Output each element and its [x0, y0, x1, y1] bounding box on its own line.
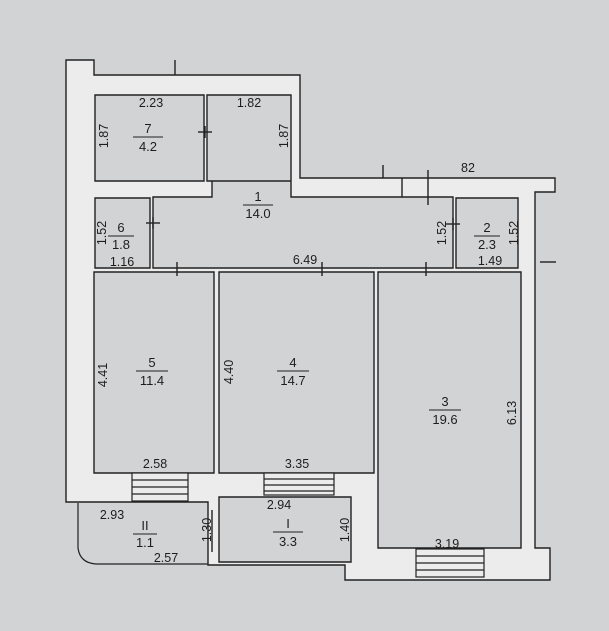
dim-6-13: 6.13 — [505, 401, 519, 425]
dim-6-49: 6.49 — [293, 253, 317, 267]
room-2-area: 2.3 — [478, 237, 496, 252]
room-3-area: 19.6 — [432, 412, 457, 427]
room-II-area: 1.1 — [136, 535, 154, 550]
dim-1-87-right: 1.87 — [277, 124, 291, 148]
room-4-area: 14.7 — [280, 373, 305, 388]
dimension-labels: 2.23 1.82 1.87 1.87 82 1.52 1.16 6.49 1.… — [95, 96, 521, 565]
room-labels: 7 4.2 1 14.0 6 1.8 2 2.3 5 11.4 4 14.7 3… — [108, 121, 500, 550]
room-I-area: 3.3 — [279, 534, 297, 549]
room-I-number: I — [286, 516, 290, 531]
dim-1-30: 1.30 — [200, 518, 214, 542]
walls — [65, 59, 556, 581]
room-7-area: 4.2 — [139, 139, 157, 154]
room-1-number: 1 — [254, 189, 261, 204]
balcony-II-outline — [77, 503, 208, 565]
dim-2-57: 2.57 — [154, 551, 178, 565]
dim-4-41: 4.41 — [96, 363, 110, 387]
main-wall-mass — [65, 59, 556, 581]
room-7-number: 7 — [144, 121, 151, 136]
room-5-number: 5 — [148, 355, 155, 370]
room-4-number: 4 — [289, 355, 296, 370]
windows — [131, 472, 485, 578]
details — [77, 60, 556, 578]
room-6-number: 6 — [117, 220, 124, 235]
room-II-number: II — [141, 518, 148, 533]
dim-1-87-left: 1.87 — [97, 124, 111, 148]
dim-1-52-room6: 1.52 — [95, 221, 109, 245]
dim-1-52-mid: 1.52 — [435, 221, 449, 245]
door-marks — [146, 60, 556, 552]
dim-2-93: 2.93 — [100, 508, 124, 522]
dim-82: 82 — [461, 161, 475, 175]
room-2-number: 2 — [483, 220, 490, 235]
room-6-area: 1.8 — [112, 237, 130, 252]
dim-3-19: 3.19 — [435, 537, 459, 551]
dim-1-49: 1.49 — [478, 254, 502, 268]
dim-1-40: 1.40 — [338, 518, 352, 542]
dim-2-94: 2.94 — [267, 498, 291, 512]
dim-4-40: 4.40 — [222, 360, 236, 384]
dim-1-52-right: 1.52 — [507, 221, 521, 245]
dim-3-35: 3.35 — [285, 457, 309, 471]
dim-2-58: 2.58 — [143, 457, 167, 471]
room-3-number: 3 — [441, 394, 448, 409]
room-5-area: 11.4 — [140, 373, 164, 388]
room-1-area: 14.0 — [245, 206, 270, 221]
dim-2-23: 2.23 — [139, 96, 163, 110]
dim-1-82: 1.82 — [237, 96, 261, 110]
dim-1-16: 1.16 — [110, 255, 134, 269]
